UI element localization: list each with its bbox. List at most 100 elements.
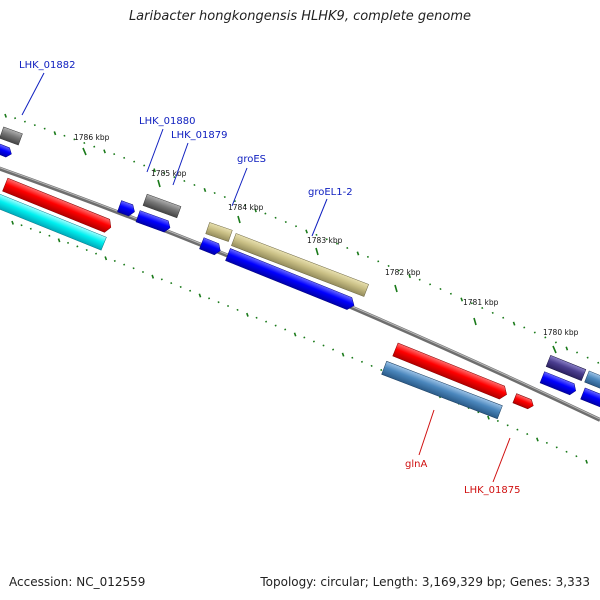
tick-dot xyxy=(85,249,88,252)
tick-dot xyxy=(439,288,442,291)
tick-dot xyxy=(113,259,116,262)
tick-dot xyxy=(233,200,236,203)
tick-dot xyxy=(133,160,136,163)
tick-dot xyxy=(93,145,96,148)
tick-dot xyxy=(246,312,249,317)
tick-dot xyxy=(303,336,306,339)
tick-dot xyxy=(380,369,383,372)
tick-label-1782: 1782 kbp xyxy=(385,268,421,277)
gene-label-groes-text: groES xyxy=(237,154,266,165)
tick-label-1786: 1786 kbp xyxy=(74,133,110,142)
gene-lhk01882-feature xyxy=(0,126,23,146)
kbp-tick-1786: 1786 kbp xyxy=(74,133,110,156)
tick-dot xyxy=(502,316,505,319)
tick-dot xyxy=(377,260,380,263)
gene-label-glna-text: glnA xyxy=(405,459,427,470)
gene-steel-feature xyxy=(381,360,503,420)
tick-dot xyxy=(460,297,464,302)
tick-dot xyxy=(523,326,526,329)
tick-dot xyxy=(408,274,412,279)
accession-label: Accession: NC_012559 xyxy=(9,575,146,589)
tick-dot xyxy=(179,285,182,288)
tick-dot xyxy=(264,212,267,215)
tick-dot xyxy=(576,351,579,354)
gene-label-lhk01880-text: LHK_01880 xyxy=(139,116,195,127)
tick-dot xyxy=(208,297,211,300)
tick-dot xyxy=(336,242,339,245)
tick-dot xyxy=(496,419,499,422)
tick-label-1780: 1780 kbp xyxy=(543,328,579,337)
tick-dot xyxy=(360,360,363,363)
tick-dot xyxy=(449,292,452,295)
tick-dot xyxy=(183,179,186,183)
tick-dot xyxy=(312,340,315,343)
tick-dot xyxy=(173,176,176,179)
tick-dot xyxy=(545,441,548,444)
tick-dot xyxy=(565,450,568,453)
gene-groes-feature xyxy=(205,222,233,242)
tick-dot xyxy=(189,289,192,292)
tick-dot xyxy=(555,446,558,449)
gene-purple-feature xyxy=(545,354,587,382)
gene-label-lhk01879: LHK_01879 xyxy=(171,130,227,186)
tick-dot xyxy=(29,227,32,230)
gene-lhk01880-feature xyxy=(142,193,182,219)
genome-summary-label: Topology: circular; Length: 3,169,329 bp… xyxy=(260,575,590,589)
tick-dot xyxy=(536,437,539,442)
tick-dot xyxy=(103,149,106,154)
gene-label-lhk01882: LHK_01882 xyxy=(19,60,75,116)
tick-dot xyxy=(132,267,135,270)
tick-dot xyxy=(143,164,146,167)
tick-dot xyxy=(305,229,308,234)
kbp-tick-1782: 1782 kbp xyxy=(385,268,421,293)
tick-dot xyxy=(284,328,287,331)
tick-dot xyxy=(366,255,369,258)
tick-dot xyxy=(151,274,155,279)
kbp-tick-1784: 1784 kbp xyxy=(228,203,264,224)
tick-dot xyxy=(429,283,432,286)
kbp-tick-1780: 1780 kbp xyxy=(543,328,579,354)
tick-dot xyxy=(141,270,144,273)
tick-dot xyxy=(274,324,277,327)
kbp-tick-1781: 1781 kbp xyxy=(463,298,499,326)
tick-dot xyxy=(512,321,516,326)
tick-label-1785: 1785 kbp xyxy=(151,169,187,178)
tick-dot xyxy=(255,316,258,319)
gene-blue-arrow-6 xyxy=(539,371,576,396)
tick-dot xyxy=(544,336,547,339)
tick-dot xyxy=(193,183,196,186)
tick-label-1783: 1783 kbp xyxy=(307,236,343,245)
tick-dot xyxy=(470,302,473,305)
tick-dot xyxy=(506,424,509,427)
tick-dot xyxy=(43,127,46,130)
inner-tick-dots xyxy=(11,220,588,464)
tick-dot xyxy=(351,356,354,359)
tick-dot xyxy=(325,238,328,241)
gene-blue-arrow-3 xyxy=(135,210,171,233)
tick-dot xyxy=(477,411,480,414)
tick-dot xyxy=(20,224,23,227)
kbp-tick-1785: 1785 kbp xyxy=(151,169,187,188)
tick-dot xyxy=(322,344,325,347)
gene-blue-arrow-5 xyxy=(225,248,355,310)
gene-cyan-feature xyxy=(0,193,107,251)
tick-dot xyxy=(67,241,70,244)
tick-dot xyxy=(39,231,42,234)
tick-dot xyxy=(356,251,360,256)
tick-dot xyxy=(397,269,400,272)
tick-dot xyxy=(123,263,126,266)
tick-dot xyxy=(23,120,26,123)
tick-dot xyxy=(481,307,484,310)
kbp-tick-1783: 1783 kbp xyxy=(307,236,343,256)
tick-dot xyxy=(198,293,202,298)
tick-dot xyxy=(370,364,373,367)
tick-dot xyxy=(48,234,51,237)
gene-groel-feature xyxy=(231,233,369,297)
tick-dot xyxy=(315,233,318,236)
tick-dot xyxy=(163,172,166,175)
tick-dot xyxy=(332,348,335,351)
gene-label-groel1-2-text: groEL1-2 xyxy=(308,187,353,198)
tick-dot xyxy=(4,113,7,118)
tick-dot xyxy=(284,220,287,224)
tick-dot xyxy=(491,311,494,314)
